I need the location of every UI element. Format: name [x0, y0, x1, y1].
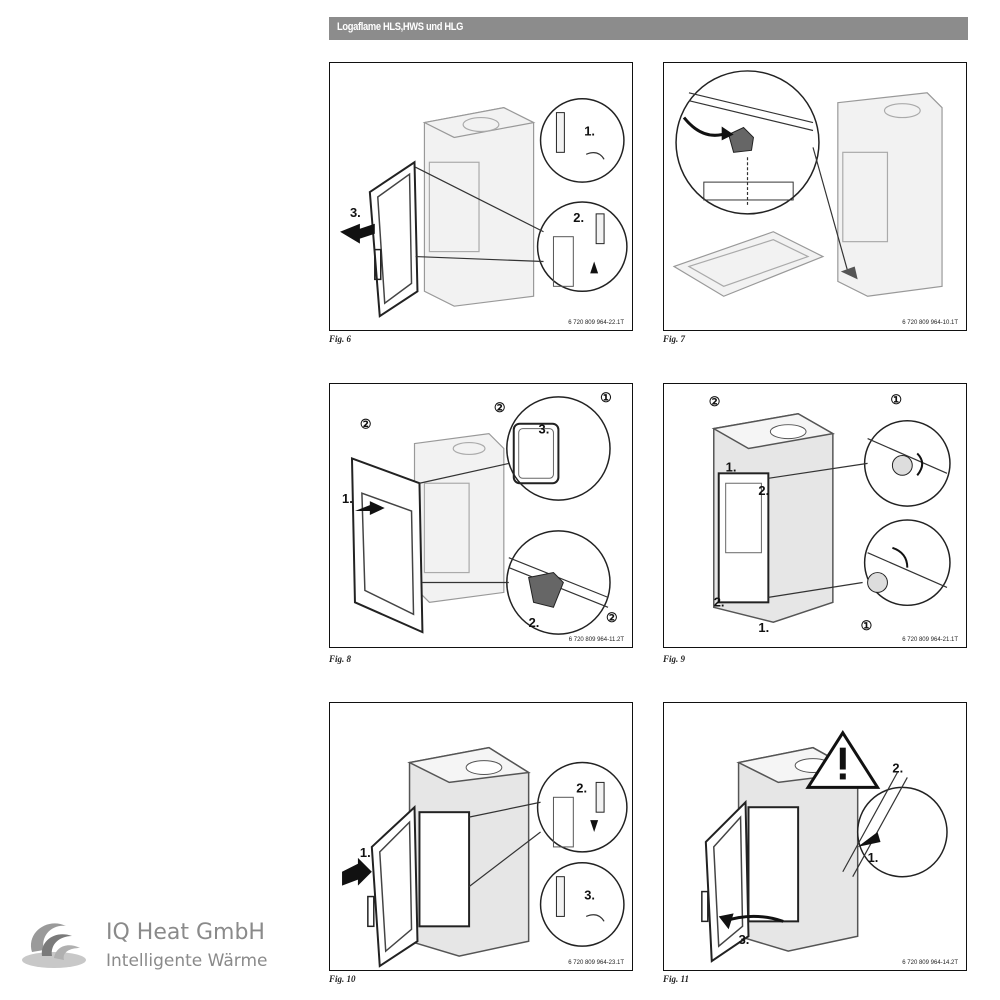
figure-11-code: 6 720 809 964-14.2T	[902, 960, 958, 966]
iq-heat-logo-icon	[22, 923, 86, 968]
figure-9-circle-1a: ①	[890, 392, 902, 407]
figure-6-code: 6 720 809 964-22.1T	[568, 320, 624, 326]
figure-7: 6 720 809 964-10.1T	[663, 62, 967, 331]
figure-9-circle-1b: ①	[861, 618, 873, 633]
figure-8-label-3: 3.	[539, 422, 550, 437]
figure-8-caption: Fig. 8	[329, 654, 352, 664]
figure-9-label-2a: 2.	[758, 483, 769, 498]
figure-10-label-1: 1.	[360, 845, 371, 860]
figure-8-circle-1: ①	[600, 390, 612, 405]
figure-6: 3. 1. 2. 6 720 809 964-22.1T	[329, 62, 633, 331]
figure-9-circle-2: ②	[709, 394, 721, 409]
figure-8-circle-2c: ②	[606, 610, 618, 625]
figure-10-illustration: 1. 2. 3.	[342, 746, 628, 968]
figure-6-label-2: 2.	[573, 210, 584, 225]
figure-10-caption: Fig. 10	[329, 974, 356, 984]
figure-11-label-2: 2.	[892, 760, 903, 775]
figure-9: ② 1. 2. 2. 1. ① ① 6 720 809 964-21.1T	[663, 383, 967, 648]
figure-10-label-2: 2.	[576, 780, 587, 795]
figure-6-caption: Fig. 6	[329, 334, 352, 344]
figure-9-code: 6 720 809 964-21.1T	[902, 637, 958, 643]
figure-8-label-1: 1.	[342, 491, 353, 506]
figure-9-illustration: ② 1. 2. 2. 1. ① ①	[709, 392, 951, 635]
figure-11-label-1: 1.	[868, 850, 879, 865]
figure-8-code: 6 720 809 964-11.2T	[568, 637, 624, 643]
company-tagline: Intelligente Wärme	[106, 951, 268, 971]
header-title: Logaflame HLS,HWS und HLG	[337, 21, 464, 33]
figure-11-illustration: 3. 2. 1.	[701, 730, 948, 963]
figure-9-label-2b: 2.	[714, 594, 725, 609]
figure-8-label-2: 2.	[529, 615, 540, 630]
figure-7-caption: Fig. 7	[663, 334, 686, 344]
figure-8-illustration: 1. ② 3. ① ② 2. ②	[342, 390, 618, 635]
figure-6-label-3: 3.	[350, 205, 361, 220]
figure-10-label-3: 3.	[584, 888, 595, 903]
figure-9-label-1b: 1.	[758, 620, 769, 635]
figure-10-code: 6 720 809 964-23.1T	[568, 960, 624, 966]
figure-6-illustration: 3. 1. 2.	[340, 97, 628, 318]
figure-8-circle-2a: ②	[360, 417, 372, 432]
figure-10: 1. 2. 3. 6 720 809 964-23.1T	[329, 702, 633, 971]
figure-6-label-1: 1.	[584, 123, 595, 138]
figure-8: 1. ② 3. ① ② 2. ② 6 720 809 964-11.2T	[329, 383, 633, 648]
figure-7-code: 6 720 809 964-10.1T	[902, 320, 958, 326]
figure-7-illustration	[672, 70, 943, 297]
company-name: IQ Heat GmbH	[106, 920, 265, 945]
figure-11: 3. 2. 1. 6 720 809 964-14.2T	[663, 702, 967, 971]
figure-9-caption: Fig. 9	[663, 654, 686, 664]
figure-8-circle-2b: ②	[494, 400, 506, 415]
figure-9-label-1a: 1.	[726, 459, 737, 474]
figure-11-caption: Fig. 11	[663, 974, 690, 984]
figure-11-label-3: 3.	[739, 932, 750, 947]
header-bar: Logaflame HLS,HWS und HLG	[329, 17, 968, 40]
